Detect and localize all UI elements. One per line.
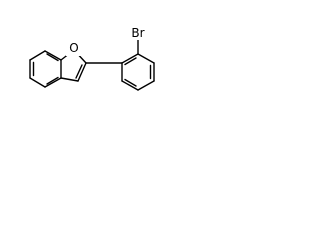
bond — [121, 53, 139, 64]
double-bond-inner — [124, 78, 137, 87]
molecule-structure: O Br — [29, 25, 155, 91]
bond — [44, 77, 62, 88]
bond — [137, 80, 155, 91]
oxygen-label-background — [66, 40, 82, 56]
bond — [77, 62, 87, 82]
bond — [29, 50, 46, 61]
double-bond-inner — [124, 57, 137, 66]
benzene-ring-left — [29, 50, 62, 88]
bond — [44, 50, 62, 61]
double-bond-inner — [46, 76, 59, 85]
bromine-atom-label: Br — [131, 26, 144, 40]
bond — [121, 80, 139, 91]
bromine-label-background — [127, 25, 149, 40]
benzene-ring-right — [121, 53, 155, 91]
oxygen-atom-label: O — [69, 41, 78, 55]
bond — [137, 53, 155, 64]
double-bond-inner — [75, 64, 83, 79]
bond — [29, 77, 46, 88]
double-bond-inner — [46, 53, 59, 62]
bond — [60, 77, 79, 82]
